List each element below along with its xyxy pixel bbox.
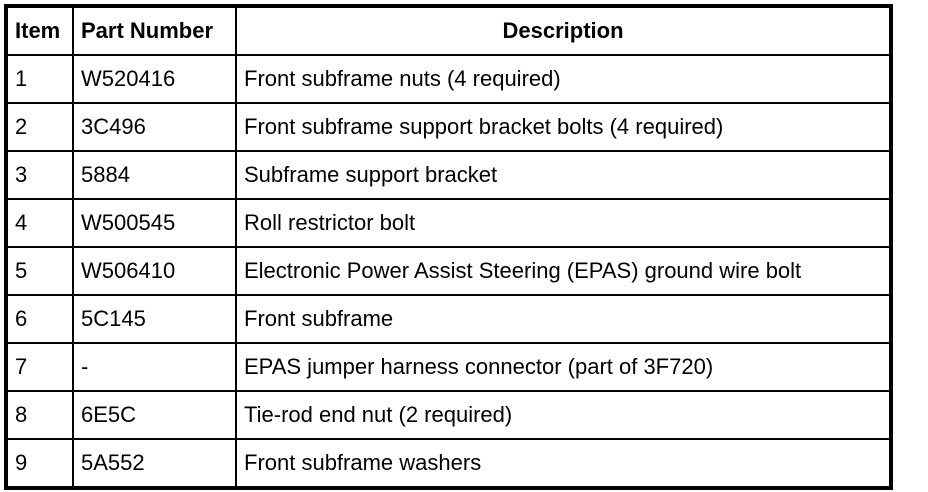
parts-table: Item Part Number Description 1 W520416 F… bbox=[4, 4, 893, 490]
part-number-cell: W506410 bbox=[72, 246, 237, 296]
header-description: Description bbox=[235, 5, 892, 56]
part-number-cell: 5A552 bbox=[72, 438, 237, 489]
description-cell: Front subframe washers bbox=[235, 438, 892, 489]
item-cell: 7 bbox=[5, 342, 74, 392]
header-part-number: Part Number bbox=[72, 5, 237, 56]
header-row: Item Part Number Description bbox=[5, 5, 892, 56]
item-cell: 5 bbox=[5, 246, 74, 296]
description-cell: Subframe support bracket bbox=[235, 150, 892, 200]
description-cell: Tie-rod end nut (2 required) bbox=[235, 390, 892, 440]
description-cell: EPAS jumper harness connector (part of 3… bbox=[235, 342, 892, 392]
item-cell: 3 bbox=[5, 150, 74, 200]
table-row: 1 W520416 Front subframe nuts (4 require… bbox=[5, 54, 892, 104]
description-cell: Front subframe nuts (4 required) bbox=[235, 54, 892, 104]
parts-table-body: 1 W520416 Front subframe nuts (4 require… bbox=[5, 54, 892, 489]
part-number-cell: - bbox=[72, 342, 237, 392]
table-row: 4 W500545 Roll restrictor bolt bbox=[5, 198, 892, 248]
table-row: 8 6E5C Tie-rod end nut (2 required) bbox=[5, 390, 892, 440]
part-number-cell: W500545 bbox=[72, 198, 237, 248]
description-cell: Electronic Power Assist Steering (EPAS) … bbox=[235, 246, 892, 296]
table-row: 9 5A552 Front subframe washers bbox=[5, 438, 892, 489]
table-row: 2 3C496 Front subframe support bracket b… bbox=[5, 102, 892, 152]
table-row: 5 W506410 Electronic Power Assist Steeri… bbox=[5, 246, 892, 296]
header-item: Item bbox=[5, 5, 74, 56]
item-cell: 4 bbox=[5, 198, 74, 248]
part-number-cell: 3C496 bbox=[72, 102, 237, 152]
table-row: 3 5884 Subframe support bracket bbox=[5, 150, 892, 200]
part-number-cell: W520416 bbox=[72, 54, 237, 104]
table-row: 6 5C145 Front subframe bbox=[5, 294, 892, 344]
description-cell: Front subframe support bracket bolts (4 … bbox=[235, 102, 892, 152]
item-cell: 8 bbox=[5, 390, 74, 440]
part-number-cell: 6E5C bbox=[72, 390, 237, 440]
item-cell: 9 bbox=[5, 438, 74, 489]
part-number-cell: 5884 bbox=[72, 150, 237, 200]
description-cell: Roll restrictor bolt bbox=[235, 198, 892, 248]
item-cell: 1 bbox=[5, 54, 74, 104]
item-cell: 2 bbox=[5, 102, 74, 152]
table-row: 7 - EPAS jumper harness connector (part … bbox=[5, 342, 892, 392]
part-number-cell: 5C145 bbox=[72, 294, 237, 344]
item-cell: 6 bbox=[5, 294, 74, 344]
description-cell: Front subframe bbox=[235, 294, 892, 344]
